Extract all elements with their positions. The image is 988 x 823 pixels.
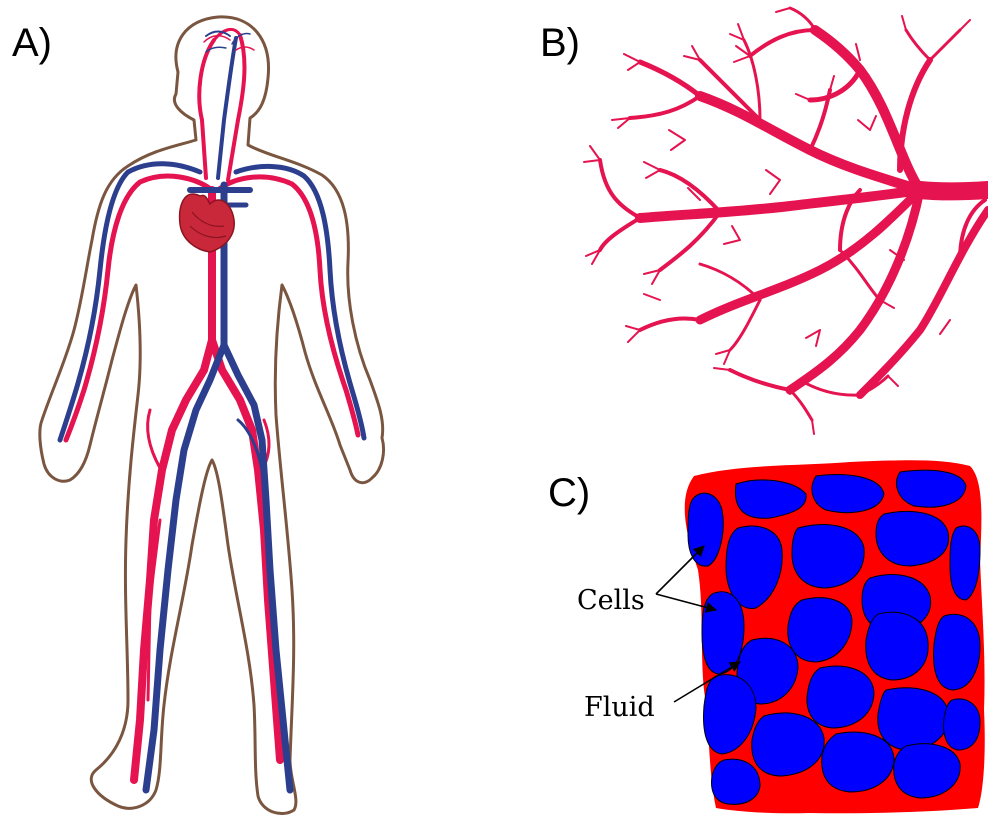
panel-b: B) [540, 8, 988, 434]
human-body-outline [40, 17, 384, 814]
panel-a-label: A) [12, 21, 52, 65]
cell [944, 699, 980, 750]
panel-c: C) Cells Fluid [548, 460, 985, 813]
heart-icon [180, 194, 235, 252]
cells-arrow-upper [656, 546, 704, 594]
cell [896, 470, 966, 507]
panel-b-label: B) [540, 21, 580, 65]
cell [876, 511, 949, 566]
panel-a: A) [12, 17, 384, 814]
cells-label: Cells [577, 585, 645, 616]
cell [866, 612, 928, 680]
arteries [66, 29, 358, 780]
vessel-tree [584, 8, 988, 434]
veins [60, 32, 364, 791]
fluid-label: Fluid [584, 692, 655, 723]
panel-c-label: C) [548, 471, 590, 515]
